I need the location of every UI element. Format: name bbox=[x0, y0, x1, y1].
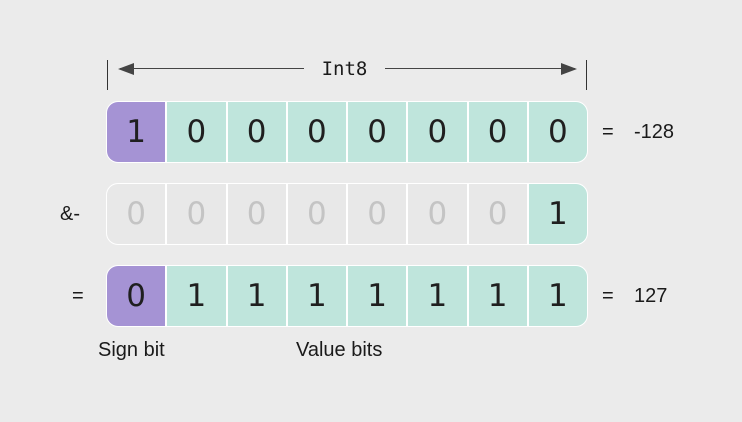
value-bit-cell: 0 bbox=[466, 102, 527, 162]
unset-bit-cell: 0 bbox=[225, 184, 286, 244]
sign-bit-cell: 0 bbox=[107, 266, 166, 326]
value-bit-cell: 0 bbox=[346, 102, 407, 162]
unset-bit-cell: 0 bbox=[466, 184, 527, 244]
equals-sign: = bbox=[602, 121, 614, 143]
value-bits-caption: Value bits bbox=[296, 339, 383, 361]
value-bit-cell: 0 bbox=[225, 102, 286, 162]
value-bit-cell: 1 bbox=[225, 266, 286, 326]
value-bit-cell: 1 bbox=[285, 266, 346, 326]
bit-row-operand-one: 0 0 0 0 0 0 0 1 bbox=[106, 183, 588, 245]
type-label: Int8 bbox=[321, 58, 368, 80]
result-value: -128 bbox=[634, 121, 675, 143]
value-bit-cell: 0 bbox=[526, 102, 587, 162]
value-bit-cell: 0 bbox=[285, 102, 346, 162]
unset-bit-cell: 0 bbox=[406, 184, 467, 244]
arrow-right-icon bbox=[561, 63, 577, 75]
value-bit-cell: 0 bbox=[406, 102, 467, 162]
value-bit-cell: 1 bbox=[526, 266, 587, 326]
equals-sign: = bbox=[602, 285, 614, 307]
width-line-left bbox=[120, 68, 304, 69]
value-bit-cell: 1 bbox=[466, 266, 527, 326]
bit-row-minus-128: 1 0 0 0 0 0 0 0 bbox=[106, 101, 588, 163]
width-bracket-right bbox=[586, 60, 587, 90]
value-bit-cell: 0 bbox=[165, 102, 226, 162]
int8-width-indicator: Int8 bbox=[106, 56, 588, 90]
bit-row-127: 0 1 1 1 1 1 1 1 bbox=[106, 265, 588, 327]
unset-bit-cell: 0 bbox=[346, 184, 407, 244]
sign-bit-cell: 1 bbox=[107, 102, 166, 162]
operator-label: &- bbox=[60, 203, 80, 225]
set-bit-cell: 1 bbox=[526, 184, 587, 244]
value-bit-cell: 1 bbox=[165, 266, 226, 326]
arrow-left-icon bbox=[118, 63, 134, 75]
sign-bit-caption: Sign bit bbox=[98, 339, 165, 361]
unset-bit-cell: 0 bbox=[285, 184, 346, 244]
width-bracket-left bbox=[107, 60, 108, 90]
value-bit-cell: 1 bbox=[346, 266, 407, 326]
value-bit-cell: 1 bbox=[406, 266, 467, 326]
unset-bit-cell: 0 bbox=[107, 184, 166, 244]
width-line-right bbox=[385, 68, 575, 69]
unset-bit-cell: 0 bbox=[165, 184, 226, 244]
operator-label: = bbox=[72, 285, 84, 307]
result-value: 127 bbox=[634, 285, 668, 307]
